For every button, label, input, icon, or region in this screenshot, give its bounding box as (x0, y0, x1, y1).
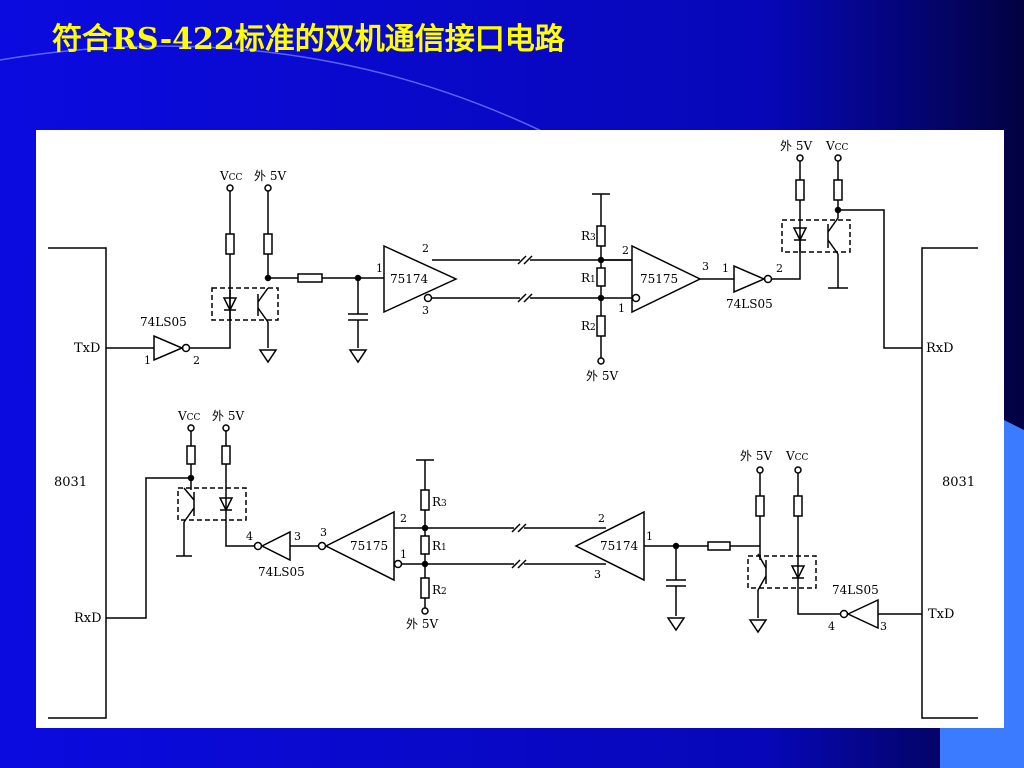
pin-label: 4 (246, 530, 253, 543)
termination-bottom: R3 R1 R2 外 5V (406, 459, 447, 631)
receiver-top-label: 75175 (640, 272, 678, 286)
right-txd-label: TxD (928, 607, 954, 622)
mcu-left: 8031 TxD RxD (48, 247, 107, 719)
optocoupler-bottom-left: VCC 外 5V (106, 409, 254, 619)
right-rxd-label: RxD (926, 341, 954, 356)
vcc-label: VCC (177, 409, 201, 423)
pin-label: 2 (598, 512, 605, 525)
left-rxd-label: RxD (74, 611, 102, 626)
driver-bottom: 75174 2 3 1 (574, 510, 760, 632)
receiver-bottom-label: 75175 (350, 539, 388, 553)
inverter-bottom-left-label: 74LS05 (258, 565, 305, 579)
decor-curve (0, 45, 561, 141)
r3-label: R3 (581, 229, 596, 243)
ext5v-label: 外 5V (780, 139, 812, 153)
ext5v-label: 外 5V (212, 409, 244, 423)
inverter-top-left-label: 74LS05 (140, 315, 187, 329)
supply-top-left: VCC 外 5V 1 (219, 169, 384, 364)
pin-label: 3 (422, 304, 429, 317)
pin-label: 3 (294, 530, 301, 543)
vcc-label: VCC (825, 139, 849, 153)
ext5v-label: 外 5V (406, 617, 438, 631)
ext5v-label: 外 5V (254, 169, 286, 183)
ext5v-label: 外 5V (586, 369, 618, 383)
pin-label: 2 (193, 354, 200, 367)
driver-top: 75174 2 3 (383, 242, 632, 317)
inverter-bottom-right-label: 74LS05 (832, 583, 879, 597)
pin-label: 4 (828, 620, 835, 633)
pin-label: 2 (776, 262, 783, 275)
inverter-top-right: 74LS05 1 2 (722, 234, 801, 311)
pin-label: 3 (702, 260, 709, 273)
r2-label: R2 (581, 319, 596, 333)
driver-bottom-label: 75174 (600, 539, 639, 553)
inverter-bottom-left: 74LS05 4 3 (246, 530, 318, 579)
r1-label: R1 (581, 271, 596, 285)
pin-label: 1 (144, 354, 151, 367)
optocoupler-top-left (211, 287, 279, 323)
mcu-right: 8031 RxD TxD (921, 247, 978, 719)
pin-label: 2 (422, 242, 429, 255)
ext5v-label: 外 5V (740, 449, 772, 463)
r3-label: R3 (432, 495, 447, 509)
pin-label: 3 (594, 568, 601, 581)
pin-label: 1 (618, 302, 625, 315)
inverter-top-right-label: 74LS05 (726, 297, 773, 311)
receiver-bottom: 75175 3 2 1 (317, 510, 606, 582)
pin-label: 3 (320, 526, 327, 539)
pin-label: 1 (646, 530, 653, 543)
receiver-top: 75175 2 1 3 (601, 244, 734, 315)
slide-title: 符合RS-422标准的双机通信接口电路 (52, 22, 565, 57)
inverter-bottom-right: 74LS05 4 3 (828, 583, 922, 633)
driver-top-label: 75174 (390, 272, 429, 286)
left-txd-label: TxD (74, 341, 100, 356)
r2-label: R2 (432, 583, 447, 597)
pin-label: 2 (400, 512, 407, 525)
decor-corner (940, 420, 1024, 768)
r1-label: R1 (432, 539, 447, 553)
optocoupler-top-right (781, 217, 851, 255)
pin-label: 3 (880, 620, 887, 633)
mcu-right-label: 8031 (942, 475, 975, 490)
inverter-top-left: 74LS05 1 2 (106, 290, 231, 367)
pin-label: 1 (376, 262, 383, 275)
schematic: 8031 TxD RxD 8031 RxD TxD 74LS05 1 2 VCC… (48, 139, 978, 719)
optocoupler-bottom-right: 外 5V VCC (740, 449, 840, 634)
mcu-left-label: 8031 (54, 475, 87, 490)
pin-label: 1 (722, 262, 729, 275)
schematic-panel: 8031 TxD RxD 8031 RxD TxD 74LS05 1 2 VCC… (36, 130, 1004, 728)
pin-label: 1 (400, 548, 407, 561)
pin-label: 2 (622, 244, 629, 257)
termination-top: R3 R1 R2 外 5V (581, 193, 618, 383)
vcc-label: VCC (219, 169, 243, 183)
vcc-label: VCC (785, 449, 809, 463)
supply-top-right: 外 5V VCC (780, 139, 922, 349)
